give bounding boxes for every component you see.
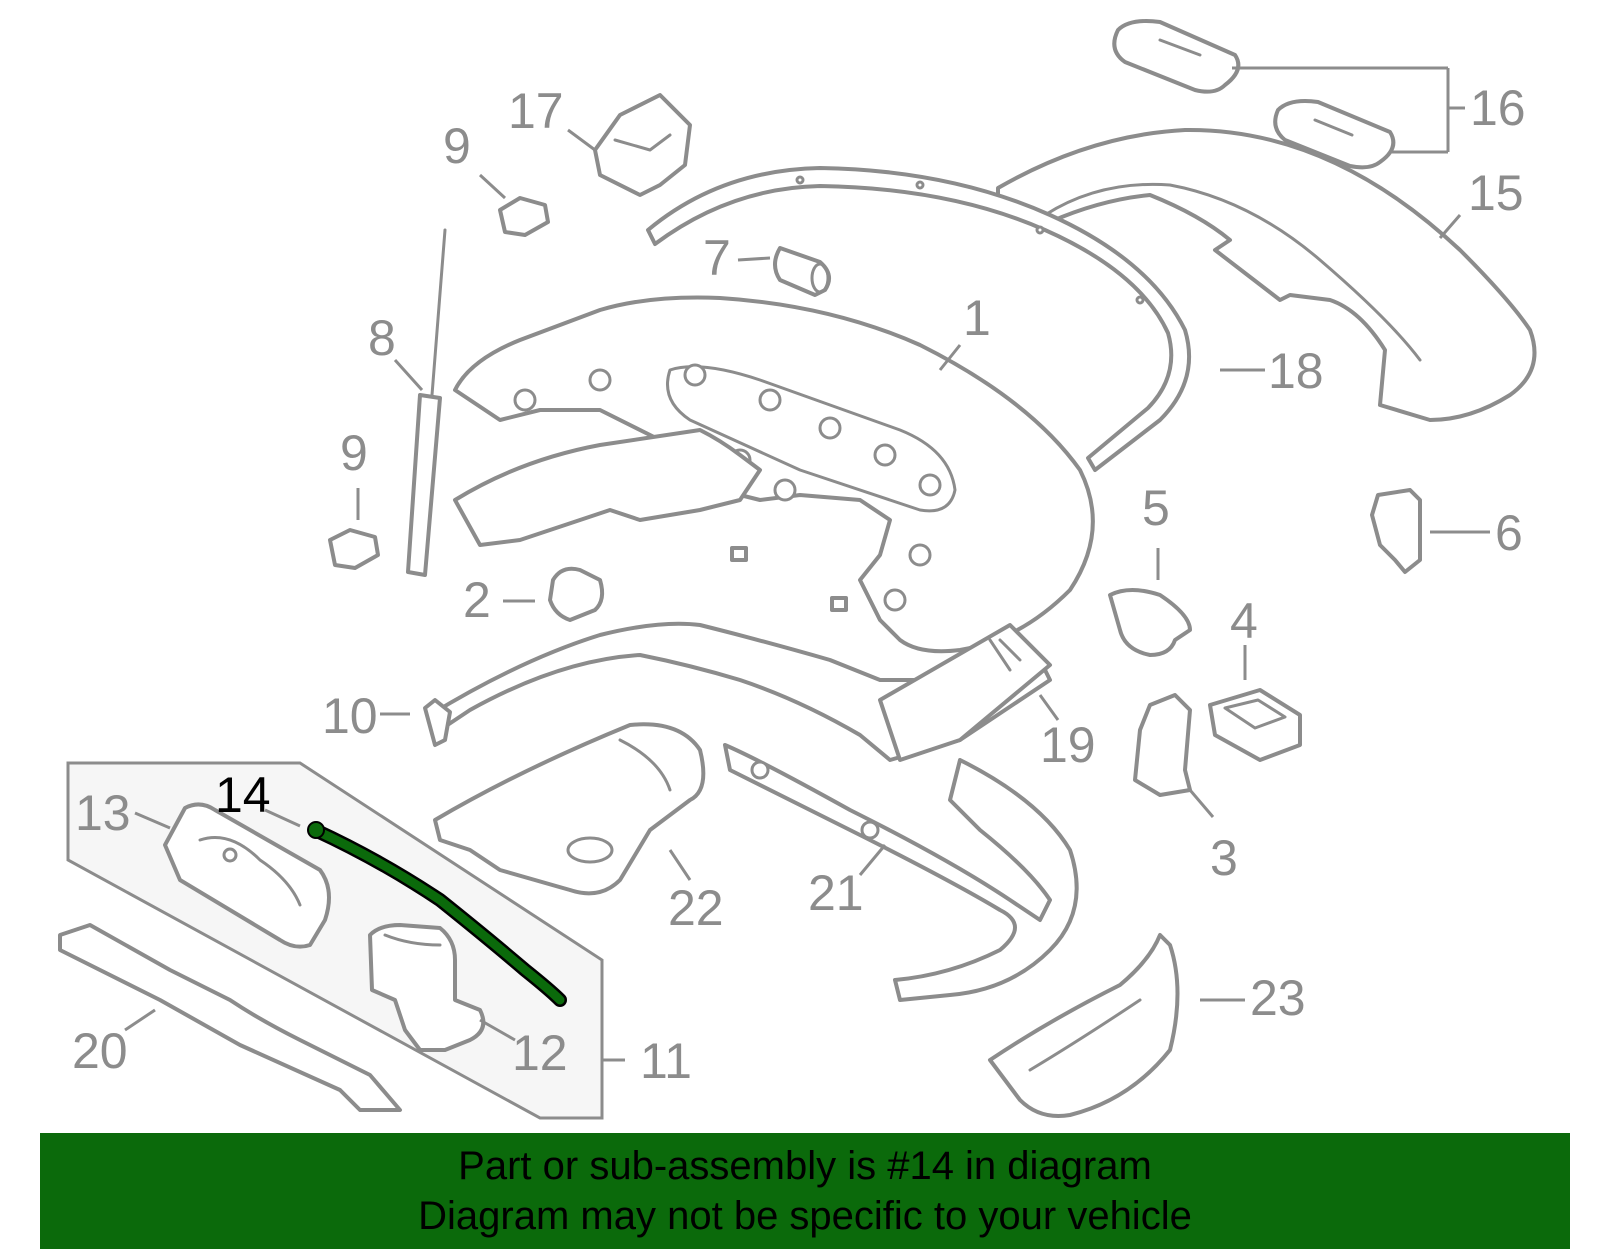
callout-15: 15 [1468,165,1524,221]
callout-8: 8 [368,310,396,366]
callout-7: 7 [703,230,731,286]
part-6[interactable] [1370,488,1422,574]
part-9a[interactable] [498,196,550,237]
footer-line-1: Part or sub-assembly is #14 in diagram [458,1144,1152,1188]
callout-20: 20 [72,1023,128,1079]
callout-5: 5 [1142,480,1170,536]
part-8[interactable] [406,228,447,577]
callout-4: 4 [1230,593,1258,649]
part-2[interactable] [548,566,605,622]
callout-2: 2 [463,572,491,628]
callout-12: 12 [512,1025,568,1081]
part-3[interactable] [1133,693,1192,797]
callout-10: 10 [322,688,378,744]
part-1[interactable] [453,295,1095,654]
part-16[interactable] [1112,19,1396,170]
part-19[interactable] [878,623,1052,762]
callout-17: 17 [508,83,564,139]
callout-13: 13 [75,785,131,841]
part-18[interactable] [646,166,1192,472]
callout-16: 16 [1470,80,1526,136]
part-9b[interactable] [328,528,380,570]
callout-labels: 1 2 3 4 5 6 7 8 9 9 10 11 12 13 14 15 16… [72,80,1526,1089]
callout-18: 18 [1268,343,1324,399]
callout-6: 6 [1495,505,1523,561]
part-17[interactable] [593,93,692,197]
part-15[interactable] [996,127,1537,422]
part-7[interactable] [773,246,831,297]
callout-23: 23 [1250,970,1306,1026]
callout-9b: 9 [340,425,368,481]
callout-22: 22 [668,880,724,936]
callout-1: 1 [963,290,991,346]
part-23[interactable] [988,933,1180,1118]
part-12[interactable] [368,923,486,1052]
leader-lines [124,66,1490,1062]
part-21[interactable] [723,743,1079,1002]
part-4[interactable] [1208,688,1302,762]
part-20[interactable] [58,923,402,1112]
footer-line-2: Diagram may not be specific to your vehi… [418,1194,1192,1238]
part-5[interactable] [1108,588,1192,657]
callout-21: 21 [808,865,864,921]
callout-9a: 9 [443,118,471,174]
callout-11: 11 [640,1033,692,1089]
part-14[interactable] [307,821,567,1007]
callout-14: 14 [215,767,271,823]
callout-3: 3 [1210,830,1238,886]
part-22[interactable] [433,722,706,896]
callout-19: 19 [1040,717,1096,773]
part-10[interactable] [423,698,452,747]
parts-diagram: 1 2 3 4 5 6 7 8 9 9 10 11 12 13 14 15 16… [58,19,1537,1120]
footer-banner: Part or sub-assembly is #14 in diagram D… [40,1133,1570,1249]
part-13[interactable] [163,802,331,949]
